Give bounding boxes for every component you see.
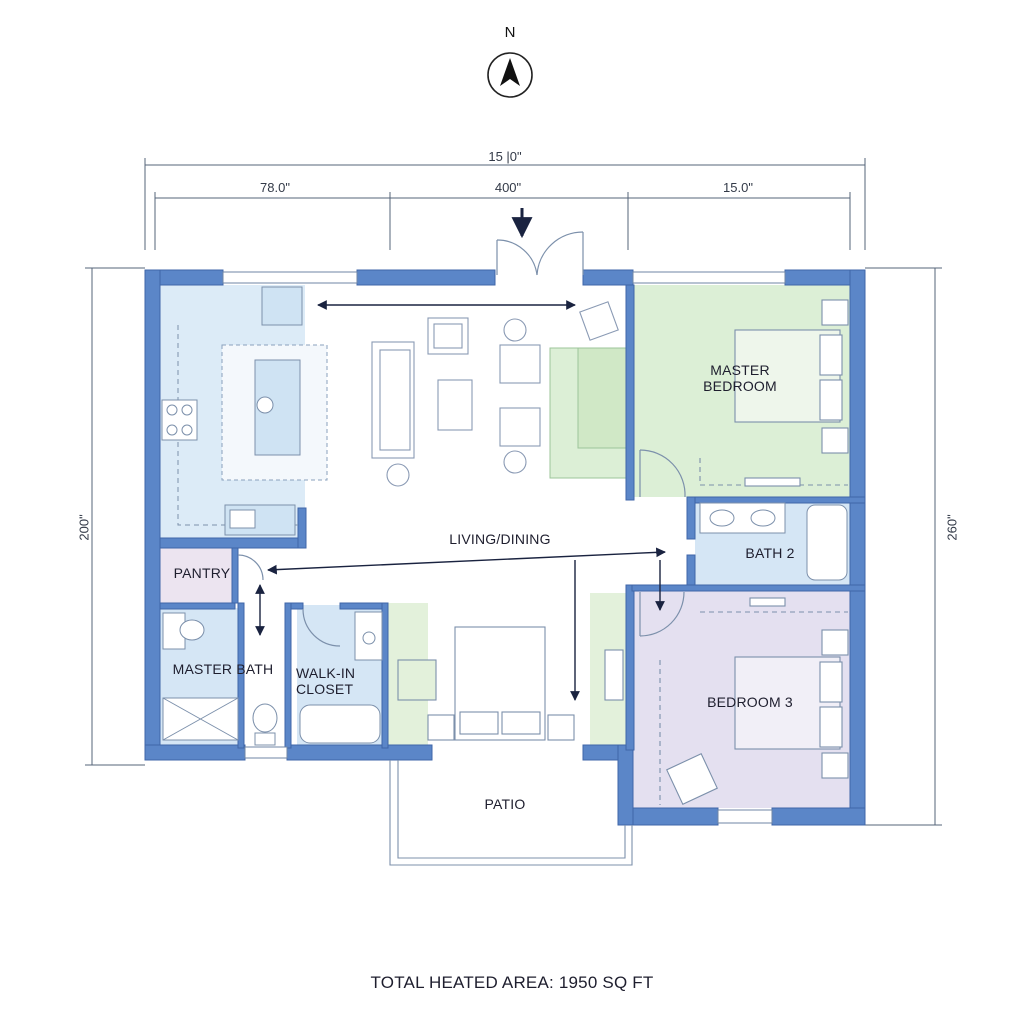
dim-overall-width: 15 |0" — [488, 149, 522, 164]
room-label-living-dining: LIVING/DINING — [449, 531, 551, 547]
north-arrow-icon — [487, 52, 533, 98]
dim-height-right: 260" — [944, 514, 960, 541]
dim-segment-middle: 400" — [494, 180, 522, 195]
windows — [222, 271, 786, 824]
patio-outline — [389, 760, 633, 866]
kitchen-fixtures — [161, 286, 303, 536]
master-bedroom-furniture — [699, 299, 849, 487]
walls — [144, 269, 866, 826]
dim-height-left: 200" — [76, 514, 92, 541]
room-label-master-bath: MASTER BATH — [172, 661, 274, 677]
room-label-patio: PATIO — [484, 796, 526, 812]
dim-segment-left: 78.0" — [260, 180, 290, 195]
room-label-pantry: PANTRY — [173, 565, 231, 581]
bedroom3-furniture — [659, 597, 849, 805]
door-swings — [237, 449, 686, 647]
circulation-arrows — [255, 300, 666, 701]
entry-door — [496, 208, 584, 276]
living-furniture — [371, 301, 619, 487]
room-label-bath-2: BATH 2 — [745, 545, 795, 561]
north-label: N — [504, 24, 516, 41]
dim-segment-right: 15.0" — [723, 180, 753, 195]
room-label-bedroom-3: BEDROOM 3 — [707, 694, 793, 710]
lower-furniture — [397, 626, 624, 741]
total-heated-area: TOTAL HEATED AREA: 1950 SQ FT — [370, 973, 654, 992]
room-label-master-bedroom: MASTER BEDROOM — [703, 362, 777, 395]
bath-fixtures — [162, 611, 383, 746]
bath2-fixtures — [699, 502, 848, 581]
dimension-lines — [85, 158, 942, 826]
room-label-walk-in-closet: WALK-IN CLOSET — [296, 665, 356, 698]
